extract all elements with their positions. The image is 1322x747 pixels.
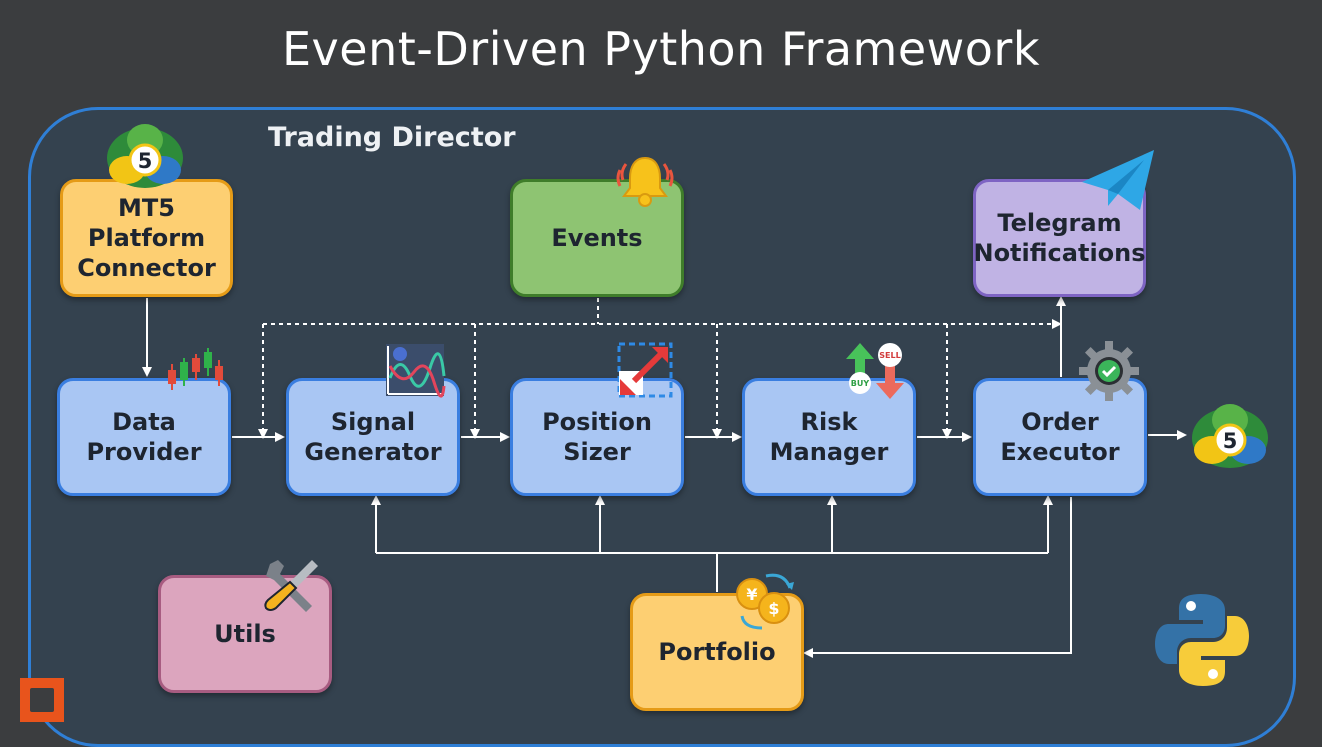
dollar-symbol: $ (768, 599, 779, 618)
tools-icon (264, 560, 318, 612)
mt5-logo-icon: 5 (107, 124, 183, 188)
telegram-icon (1082, 150, 1154, 210)
candlestick-chart-icon (168, 348, 223, 390)
data-provider-box: Data Provider (57, 378, 231, 496)
yen-symbol: ¥ (746, 585, 757, 604)
connection-arrows (142, 296, 1187, 658)
mt5-platform-connector-box: MT5 Platform Connector (60, 179, 233, 297)
sell-label: SELL (879, 351, 900, 360)
signal-chart-icon (386, 344, 446, 398)
mt5-number: 5 (138, 149, 153, 173)
trading-director-label: Trading Director (268, 122, 516, 153)
mt5-number: 5 (1223, 429, 1238, 453)
page-title: Event-Driven Python Framework (281, 22, 1040, 76)
currency-exchange-icon: ¥ $ (736, 573, 794, 630)
position-sizer-box: Position Sizer (510, 378, 684, 496)
events-box: Events (510, 179, 684, 297)
signal-generator-box: Signal Generator (286, 378, 460, 496)
utils-box: Utils (158, 575, 332, 693)
gear-check-icon (1079, 341, 1139, 401)
resize-icon (617, 342, 673, 398)
buy-label: BUY (851, 379, 870, 388)
telegram-notifications-box: Telegram Notifications (973, 179, 1146, 297)
buy-sell-arrows-icon: BUY SELL (846, 343, 904, 399)
bell-icon (616, 156, 674, 207)
risk-manager-box: Risk Manager (742, 378, 916, 496)
channel-logo (20, 678, 64, 722)
python-logo-icon (1155, 594, 1249, 686)
mt5-logo-icon: 5 (1192, 404, 1268, 468)
order-executor-box: Order Executor (973, 378, 1147, 496)
